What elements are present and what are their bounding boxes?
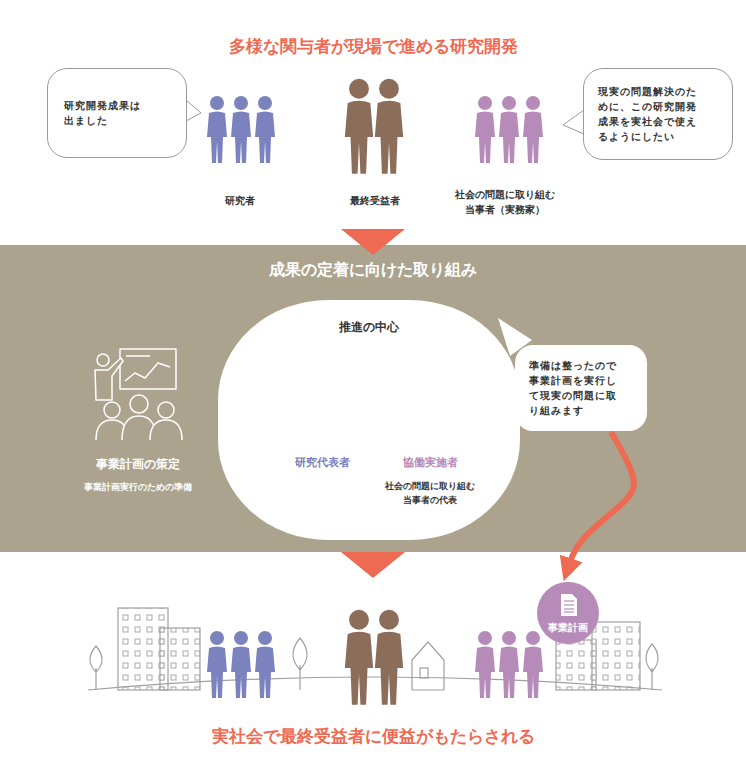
city-scene xyxy=(592,622,640,690)
city-scene xyxy=(90,646,102,690)
circle-badge: 事業計画 xyxy=(537,582,599,644)
node-text: 社会の問題に取り組む当事者の代表 xyxy=(383,480,477,507)
label: 研究者 xyxy=(200,194,280,209)
practitioner-group xyxy=(475,96,495,163)
practitioner-group xyxy=(475,96,543,163)
city-scene xyxy=(646,644,658,690)
node-heading: 推進の中心 xyxy=(218,318,520,336)
researcher-group xyxy=(207,96,227,163)
document-line xyxy=(564,600,574,601)
node-heading: 研究開発成果は出ました xyxy=(64,98,144,128)
node-text: 研究代表者 xyxy=(272,455,372,472)
researcher-group xyxy=(255,631,275,698)
beneficiary-group xyxy=(375,610,403,705)
presentation-icon xyxy=(122,416,156,440)
center-bubble: 推進の中心研究代表者協働実施者社会の問題に取り組む当事者の代表 xyxy=(218,300,520,540)
researcher-group xyxy=(231,96,251,163)
city-scene xyxy=(420,668,428,678)
presentation-icon xyxy=(130,395,148,413)
practitioner-group xyxy=(499,631,519,698)
researcher-group xyxy=(231,631,251,698)
node-heading: 準備は整ったので事業計画を実行して現実の問題に取り組みます xyxy=(529,358,619,418)
researcher-group xyxy=(207,631,275,698)
bubble-tail xyxy=(563,110,585,134)
presentation-icon xyxy=(96,420,128,440)
city-scene xyxy=(88,677,662,690)
document-line xyxy=(564,611,574,612)
practitioner-group xyxy=(499,96,519,163)
presentation-icon xyxy=(95,358,123,400)
band: 推進の中心研究代表者協働実施者社会の問題に取り組む当事者の代表準備は整ったので事… xyxy=(0,245,746,552)
document-icon xyxy=(537,582,599,622)
city-scene xyxy=(160,628,200,690)
curved-arrow xyxy=(568,432,634,568)
node-text: 協働実施者 xyxy=(380,455,480,472)
presentation-icon xyxy=(95,349,182,440)
beneficiary-group xyxy=(375,79,403,174)
beneficiary-group xyxy=(345,610,373,705)
presentation-icon xyxy=(150,420,182,440)
bubble-tail xyxy=(184,100,585,134)
presentation-icon xyxy=(97,354,109,366)
bubble-tail xyxy=(563,110,584,134)
down-triangle xyxy=(341,229,405,255)
down-triangle xyxy=(341,552,405,578)
city-scene xyxy=(293,638,307,690)
practitioner-group xyxy=(475,631,543,698)
document-line xyxy=(564,604,574,605)
node-heading: 事業計画 xyxy=(537,620,599,635)
practitioner-group xyxy=(523,631,543,698)
presentation-icon xyxy=(104,402,120,418)
document-icon xyxy=(561,594,577,616)
diagram-title: 多様な関与者が現場で進める研究開発 xyxy=(0,34,746,59)
label: 社会の問題に取り組む当事者（実務家） xyxy=(453,188,557,217)
band-ground xyxy=(0,245,746,552)
presentation-icon xyxy=(158,402,174,418)
speech-bubble: 準備は整ったので事業計画を実行して現実の問題に取り組みます xyxy=(515,345,647,431)
label: 事業計画の策定 xyxy=(63,456,213,473)
presentation-icon xyxy=(125,363,170,381)
presentation-icon xyxy=(120,349,176,389)
speech-bubble: 現実の問題解決のために、この研究開発成果を実社会で使えるようにしたい xyxy=(583,68,733,160)
node-heading: 成果の定着に向けた取り組み xyxy=(0,258,746,282)
bubble-tail xyxy=(186,100,201,121)
city-scene xyxy=(556,640,596,690)
document-line xyxy=(564,608,574,609)
diagram-caption: 実社会で最終受益者に便益がもたらされる xyxy=(0,724,746,749)
researcher-group xyxy=(207,631,227,698)
label: 事業計画実行のための準備 xyxy=(53,481,223,494)
node-heading: 現実の問題解決のために、この研究開発成果を実社会で使えるようにしたい xyxy=(598,84,700,144)
researcher-group xyxy=(207,96,275,163)
practitioner-group xyxy=(475,631,495,698)
speech-bubble: 研究開発成果は出ました xyxy=(47,68,187,158)
beneficiary-group xyxy=(345,79,403,174)
beneficiary-group xyxy=(345,610,403,705)
label: 最終受益者 xyxy=(330,194,420,209)
city-scene xyxy=(118,608,168,690)
researcher-group xyxy=(255,96,275,163)
presentation-icon xyxy=(126,355,150,357)
city-scene xyxy=(412,642,444,690)
beneficiary-group xyxy=(345,79,373,174)
practitioner-group xyxy=(523,96,543,163)
